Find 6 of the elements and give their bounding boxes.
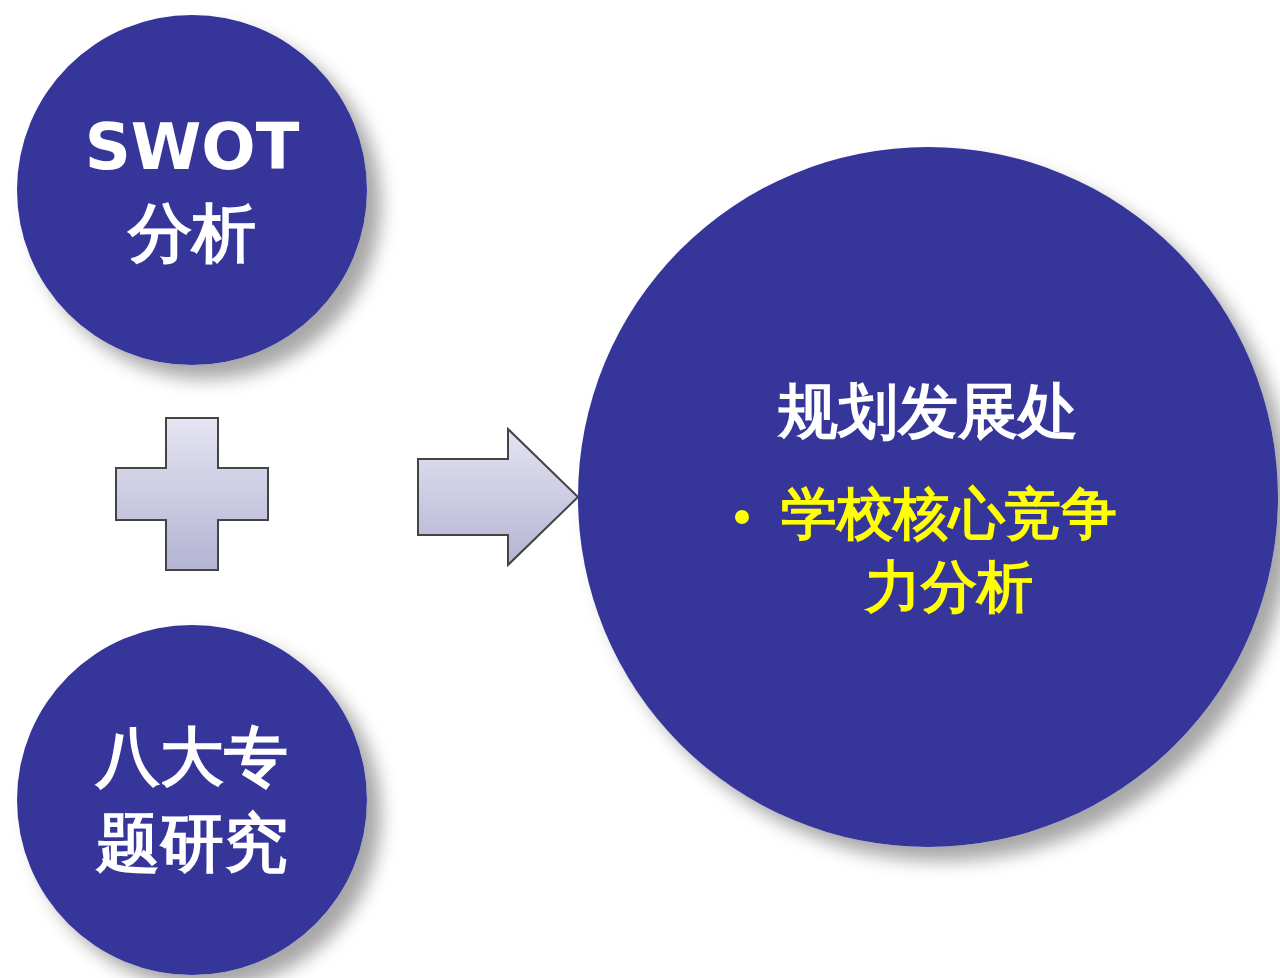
block-arrow — [417, 426, 580, 568]
circle-heading: 规划发展处 — [776, 374, 1079, 448]
plus-sign — [115, 417, 269, 571]
bullet-text: 学校核心竞争力分析 — [780, 479, 1118, 621]
circle-label: SWOT分析 — [83, 108, 301, 272]
circle-label: 八大专题研究 — [94, 718, 289, 882]
